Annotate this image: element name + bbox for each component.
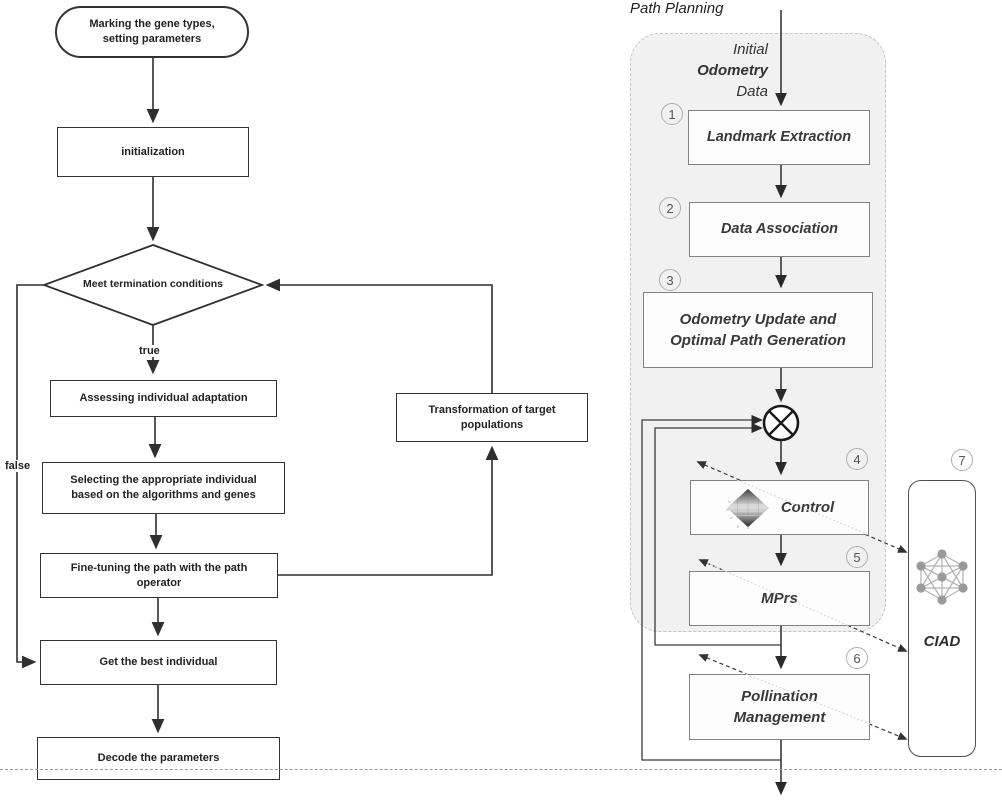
node-select-label: Selecting the appropriate individual bas… — [70, 474, 257, 501]
node-pollination-management-label: Pollination Management — [733, 688, 826, 726]
node-initialization[interactable]: initialization — [57, 127, 249, 177]
node-data-association[interactable]: Data Association — [689, 202, 870, 257]
step-number-1: 1 — [661, 103, 683, 125]
node-landmark-extraction-label: Landmark Extraction — [706, 129, 852, 146]
loop-to-transform-line — [278, 445, 499, 576]
node-control[interactable]: Control — [690, 480, 869, 535]
node-transform[interactable]: Transformation of target populations — [396, 393, 588, 442]
step-number-5: 5 — [846, 546, 868, 568]
initial-odometry-data-label: Initial Odometry Data — [697, 41, 768, 100]
node-get-best-label: Get the best individual — [99, 656, 218, 669]
node-odometry-update-label: Odometry Update and Optimal Path Generat… — [670, 311, 846, 349]
step-number-6: 6 — [846, 647, 868, 669]
node-decision-label[interactable]: Meet termination conditions — [82, 278, 223, 290]
pollination-feedback-line — [641, 414, 781, 761]
step-number-3: 3 — [659, 269, 681, 291]
mprs-feedback-line — [654, 422, 781, 646]
node-decode-label: Decode the parameters — [97, 752, 220, 765]
false-branch-label: false — [2, 460, 34, 472]
true-branch-label: true — [136, 345, 163, 357]
node-ciad[interactable]: CIAD — [908, 480, 976, 757]
node-pollination-management[interactable]: Pollination Management — [689, 674, 870, 740]
node-start-label: Marking the gene types, setting paramete… — [89, 18, 215, 45]
surface-plot-icon — [725, 487, 771, 529]
node-mprs[interactable]: MPrs — [689, 571, 870, 626]
node-landmark-extraction[interactable]: Landmark Extraction — [688, 110, 870, 165]
node-start[interactable]: Marking the gene types, setting paramete… — [55, 6, 249, 58]
neural-network-icon — [914, 549, 970, 605]
node-initialization-label: initialization — [121, 145, 185, 158]
step-number-2: 2 — [659, 197, 681, 219]
step-number-4: 4 — [846, 448, 868, 470]
node-mprs-label: MPrs — [761, 590, 798, 607]
false-branch-line — [16, 284, 44, 669]
node-transform-label: Transformation of target populations — [428, 403, 556, 431]
node-finetune[interactable]: Fine-tuning the path with the path opera… — [40, 553, 278, 598]
node-finetune-label: Fine-tuning the path with the path opera… — [70, 561, 248, 589]
node-get-best[interactable]: Get the best individual — [40, 640, 277, 685]
transform-to-decision-line — [265, 278, 493, 393]
feedback-loops — [641, 414, 781, 761]
dashed-separator-line — [0, 769, 1002, 770]
left-flow-arrows — [16, 58, 499, 734]
node-ciad-label: CIAD — [923, 633, 961, 650]
path-planning-title: Path Planning — [630, 0, 724, 17]
node-assess-label: Assessing individual adaptation — [79, 392, 248, 405]
step-number-7: 7 — [951, 449, 973, 471]
node-assess[interactable]: Assessing individual adaptation — [50, 380, 277, 417]
decision-diamond — [41, 244, 265, 326]
multiply-junction-icon — [762, 404, 800, 442]
node-data-association-label: Data Association — [720, 221, 839, 238]
node-decode[interactable]: Decode the parameters — [37, 737, 280, 780]
node-select[interactable]: Selecting the appropriate individual bas… — [42, 462, 285, 514]
node-control-label: Control — [780, 499, 835, 516]
node-odometry-update[interactable]: Odometry Update and Optimal Path Generat… — [643, 292, 873, 368]
